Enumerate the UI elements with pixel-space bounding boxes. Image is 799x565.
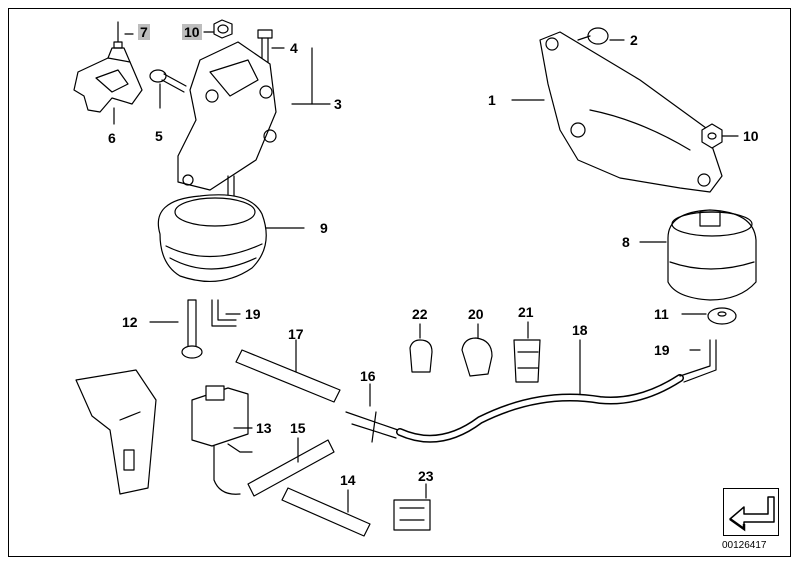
part-21-clip[interactable] bbox=[513, 321, 541, 383]
part-9-engine-mount[interactable] bbox=[157, 175, 305, 282]
label-18[interactable]: 18 bbox=[572, 322, 588, 338]
label-16[interactable]: 16 bbox=[360, 368, 376, 384]
part-19-elbow-right[interactable] bbox=[679, 339, 717, 383]
part-10-nut-top[interactable] bbox=[203, 19, 233, 39]
label-11[interactable]: 11 bbox=[654, 306, 669, 322]
arrow-return-icon bbox=[729, 496, 775, 532]
label-22[interactable]: 22 bbox=[412, 306, 428, 322]
label-14[interactable]: 14 bbox=[340, 472, 356, 488]
label-12[interactable]: 12 bbox=[122, 314, 138, 330]
label-9[interactable]: 9 bbox=[320, 220, 328, 236]
part-12-bolt[interactable] bbox=[149, 299, 203, 359]
part-23-clip[interactable] bbox=[393, 483, 431, 531]
part-16-t-connector[interactable] bbox=[345, 383, 399, 443]
part-19-elbow-left[interactable] bbox=[211, 299, 241, 327]
part-11-washer[interactable] bbox=[681, 307, 737, 325]
label-17[interactable]: 17 bbox=[288, 326, 304, 342]
part-3-bracket[interactable] bbox=[177, 41, 331, 191]
part-14-hose[interactable] bbox=[281, 487, 371, 537]
part-2-bolt[interactable] bbox=[577, 27, 625, 45]
label-1[interactable]: 1 bbox=[488, 92, 496, 108]
part-1-bracket[interactable] bbox=[511, 31, 723, 193]
label-5[interactable]: 5 bbox=[155, 128, 163, 144]
label-20[interactable]: 20 bbox=[468, 306, 484, 322]
part-5-bolt[interactable] bbox=[149, 69, 187, 109]
part-18-vacuum-line[interactable] bbox=[396, 339, 684, 443]
label-19-right[interactable]: 19 bbox=[654, 342, 670, 358]
label-10-top[interactable]: 10 bbox=[182, 24, 202, 40]
label-13[interactable]: 13 bbox=[256, 420, 272, 436]
label-10-right[interactable]: 10 bbox=[743, 128, 759, 144]
label-4[interactable]: 4 bbox=[290, 40, 298, 56]
label-21[interactable]: 21 bbox=[518, 304, 534, 320]
label-3[interactable]: 3 bbox=[334, 96, 342, 112]
label-23[interactable]: 23 bbox=[418, 468, 434, 484]
part-22-clip[interactable] bbox=[409, 323, 433, 373]
label-2[interactable]: 2 bbox=[630, 32, 638, 48]
part-15-hose[interactable] bbox=[247, 437, 335, 497]
part-6-bracket[interactable] bbox=[73, 47, 143, 125]
label-6[interactable]: 6 bbox=[108, 130, 116, 146]
nav-return-button[interactable] bbox=[723, 488, 779, 536]
part-13-solenoid-valve[interactable] bbox=[191, 385, 253, 495]
diagram-frame bbox=[8, 8, 791, 557]
label-15[interactable]: 15 bbox=[290, 420, 306, 436]
part-7-stud[interactable] bbox=[113, 21, 134, 49]
label-7[interactable]: 7 bbox=[138, 24, 150, 40]
catalog-number: 00126417 bbox=[722, 540, 767, 551]
heat-shield[interactable] bbox=[75, 369, 157, 495]
part-8-engine-mount[interactable] bbox=[639, 209, 757, 301]
label-19-left[interactable]: 19 bbox=[245, 306, 261, 322]
part-10-nut-right[interactable] bbox=[701, 123, 739, 149]
part-17-hose[interactable] bbox=[235, 339, 341, 403]
part-20-clip[interactable] bbox=[461, 323, 493, 377]
label-8[interactable]: 8 bbox=[622, 234, 630, 250]
